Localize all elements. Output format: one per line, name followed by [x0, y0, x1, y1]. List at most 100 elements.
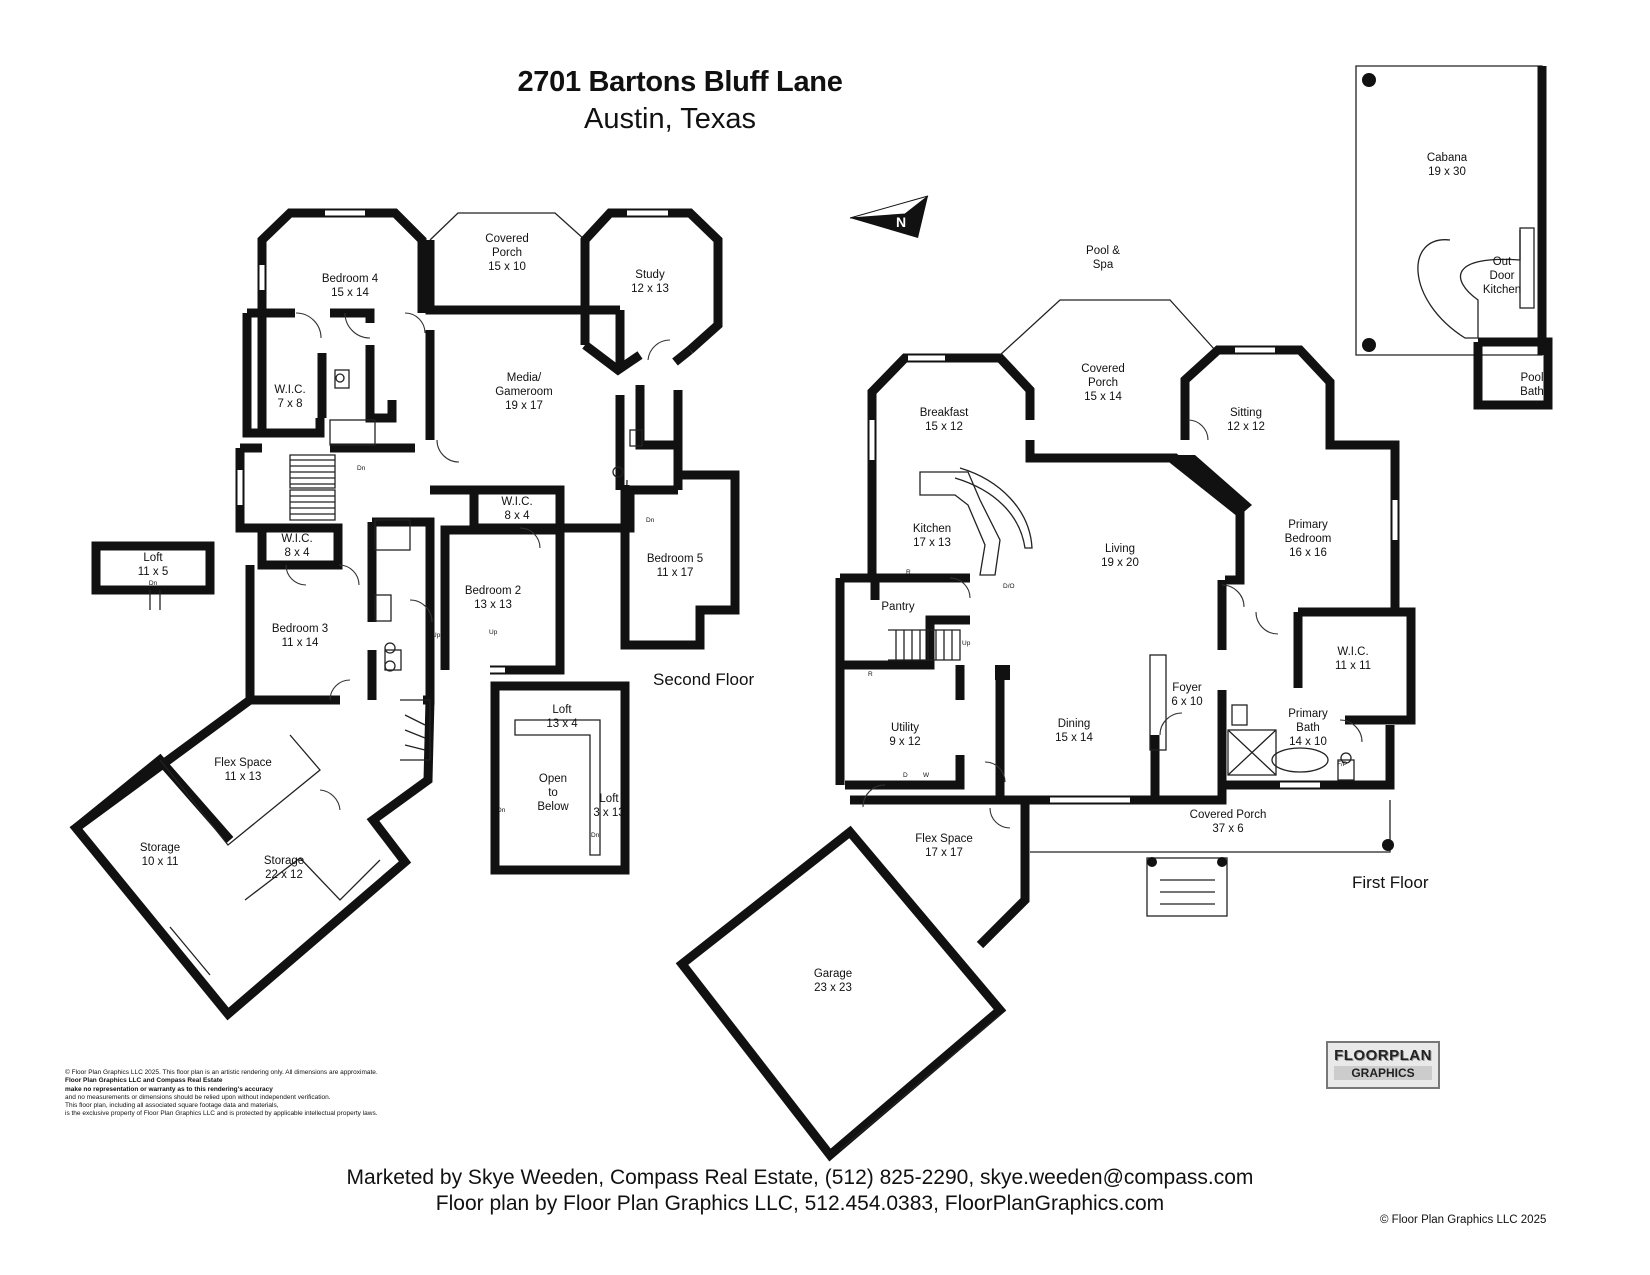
svg-text:Kitchen: Kitchen: [1483, 284, 1521, 296]
svg-text:Primary: Primary: [1288, 519, 1328, 531]
svg-text:Flex Space: Flex Space: [214, 757, 272, 769]
room-utility: Utility 9 x 12: [889, 722, 920, 748]
svg-text:Covered: Covered: [1081, 363, 1124, 375]
svg-text:Dn: Dn: [646, 517, 655, 524]
disclaimer-line-4: and no measurements or dimensions should…: [65, 1093, 331, 1101]
svg-text:Up: Up: [432, 632, 441, 639]
room-labels: Loft 11 x 5 Bedroom 415 x 14 CoveredPorch…: [138, 152, 1544, 994]
svg-text:D: D: [903, 772, 908, 779]
svg-text:Loft: Loft: [599, 793, 619, 805]
svg-text:Utility: Utility: [891, 722, 919, 734]
room-bedroom-3: Bedroom 311 x 14: [272, 623, 328, 649]
svg-text:Garage: Garage: [814, 968, 852, 980]
svg-text:8 x 4: 8 x 4: [285, 547, 311, 559]
property-address: 2701 Bartons Bluff Lane: [517, 66, 843, 98]
disclaimer-line-2: Floor Plan Graphics LLC and Compass Real…: [65, 1077, 223, 1085]
svg-text:17 x 13: 17 x 13: [913, 537, 951, 549]
svg-text:13 x 13: 13 x 13: [474, 599, 512, 611]
svg-text:N: N: [896, 214, 906, 230]
room-dining: Dining 15 x 14: [1055, 718, 1093, 744]
svg-text:Dn: Dn: [357, 465, 366, 472]
disclaimer-line-3: make no representation or warranty as to…: [65, 1085, 273, 1093]
svg-text:Study: Study: [635, 269, 665, 281]
svg-text:Loft: Loft: [143, 552, 163, 564]
svg-text:9 x 12: 9 x 12: [889, 736, 920, 748]
svg-text:Out: Out: [1493, 256, 1512, 268]
svg-text:3 x 13: 3 x 13: [593, 807, 624, 819]
first-floor-doors: [862, 419, 1363, 829]
svg-text:19 x 20: 19 x 20: [1101, 557, 1139, 569]
room-bedroom-5: Bedroom 511 x 17: [647, 553, 703, 579]
svg-text:Bath: Bath: [1520, 386, 1544, 398]
svg-text:Up: Up: [962, 640, 971, 647]
copyright-notice: © Floor Plan Graphics LLC 2025: [1380, 1214, 1547, 1226]
svg-text:Bedroom: Bedroom: [1285, 533, 1332, 545]
svg-text:Dn: Dn: [591, 832, 600, 839]
windows: [237, 210, 1398, 803]
svg-text:Up: Up: [489, 629, 498, 636]
svg-text:7 x 8: 7 x 8: [278, 398, 303, 410]
svg-text:Pool &: Pool &: [1086, 245, 1120, 257]
svg-text:Breakfast: Breakfast: [920, 407, 969, 419]
svg-text:13 x 4: 13 x 4: [546, 718, 578, 730]
svg-text:15 x 12: 15 x 12: [925, 421, 963, 433]
svg-text:Below: Below: [537, 801, 569, 813]
svg-text:12 x 12: 12 x 12: [1227, 421, 1265, 433]
room-loft-11x5: Loft 11 x 5: [138, 552, 168, 578]
svg-text:11 x 14: 11 x 14: [282, 637, 319, 649]
logo-line-1: FLOORPLAN: [1334, 1047, 1432, 1064]
svg-text:19 x 17: 19 x 17: [505, 400, 543, 412]
svg-text:W: W: [923, 772, 930, 779]
svg-text:Dn: Dn: [149, 580, 158, 587]
second-floor-fixtures: [329, 369, 643, 672]
svg-text:D/O: D/O: [1003, 583, 1015, 590]
svg-text:Kitchen: Kitchen: [913, 523, 951, 535]
room-bedroom-2: Bedroom 213 x 13: [465, 585, 521, 611]
second-floor-walls: [69, 208, 740, 1021]
svg-text:Dn: Dn: [497, 807, 506, 814]
svg-text:19 x 30: 19 x 30: [1428, 166, 1466, 178]
svg-text:Dining: Dining: [1058, 718, 1091, 730]
first-floor-walls: [675, 299, 1416, 1162]
svg-text:Flex Space: Flex Space: [915, 833, 973, 845]
logo-line-2: GRAPHICS: [1334, 1066, 1432, 1080]
svg-text:22 x 12: 22 x 12: [265, 869, 303, 881]
svg-text:W.I.C.: W.I.C.: [1337, 646, 1368, 658]
svg-text:11 x 5: 11 x 5: [138, 566, 168, 578]
svg-text:Cabana: Cabana: [1427, 152, 1468, 164]
svg-text:Open: Open: [539, 773, 567, 785]
room-loft-3x13: Loft 3 x 13: [593, 793, 624, 819]
svg-text:Pool: Pool: [1520, 372, 1543, 384]
second-floor-label: Second Floor: [653, 670, 755, 689]
svg-text:15 x 14: 15 x 14: [1055, 732, 1093, 744]
second-floor-doors: [285, 312, 671, 811]
svg-text:8 x 4: 8 x 4: [505, 510, 531, 522]
room-bedroom-4: Bedroom 415 x 14: [322, 273, 379, 299]
svg-text:11 x 11: 11 x 11: [1335, 660, 1371, 672]
svg-text:6 x 10: 6 x 10: [1171, 696, 1202, 708]
svg-text:Primary: Primary: [1288, 708, 1328, 720]
room-wic-7x8: W.I.C. 7 x 8: [274, 384, 305, 410]
svg-text:Covered Porch: Covered Porch: [1190, 809, 1267, 821]
svg-text:14 x 10: 14 x 10: [1289, 736, 1327, 748]
svg-text:W.I.C.: W.I.C.: [281, 533, 312, 545]
svg-text:R: R: [906, 569, 911, 576]
svg-text:11 x 17: 11 x 17: [657, 567, 694, 579]
svg-text:Gameroom: Gameroom: [495, 386, 553, 398]
svg-text:W.I.C.: W.I.C.: [274, 384, 305, 396]
disclaimer-line-1: © Floor Plan Graphics LLC 2025. This flo…: [65, 1069, 378, 1076]
cabana-walls: [1355, 65, 1553, 410]
svg-text:Pantry: Pantry: [881, 601, 914, 613]
svg-text:10 x 11: 10 x 11: [142, 856, 179, 868]
svg-text:15 x 14: 15 x 14: [331, 287, 369, 299]
svg-text:W.I.C.: W.I.C.: [501, 496, 532, 508]
